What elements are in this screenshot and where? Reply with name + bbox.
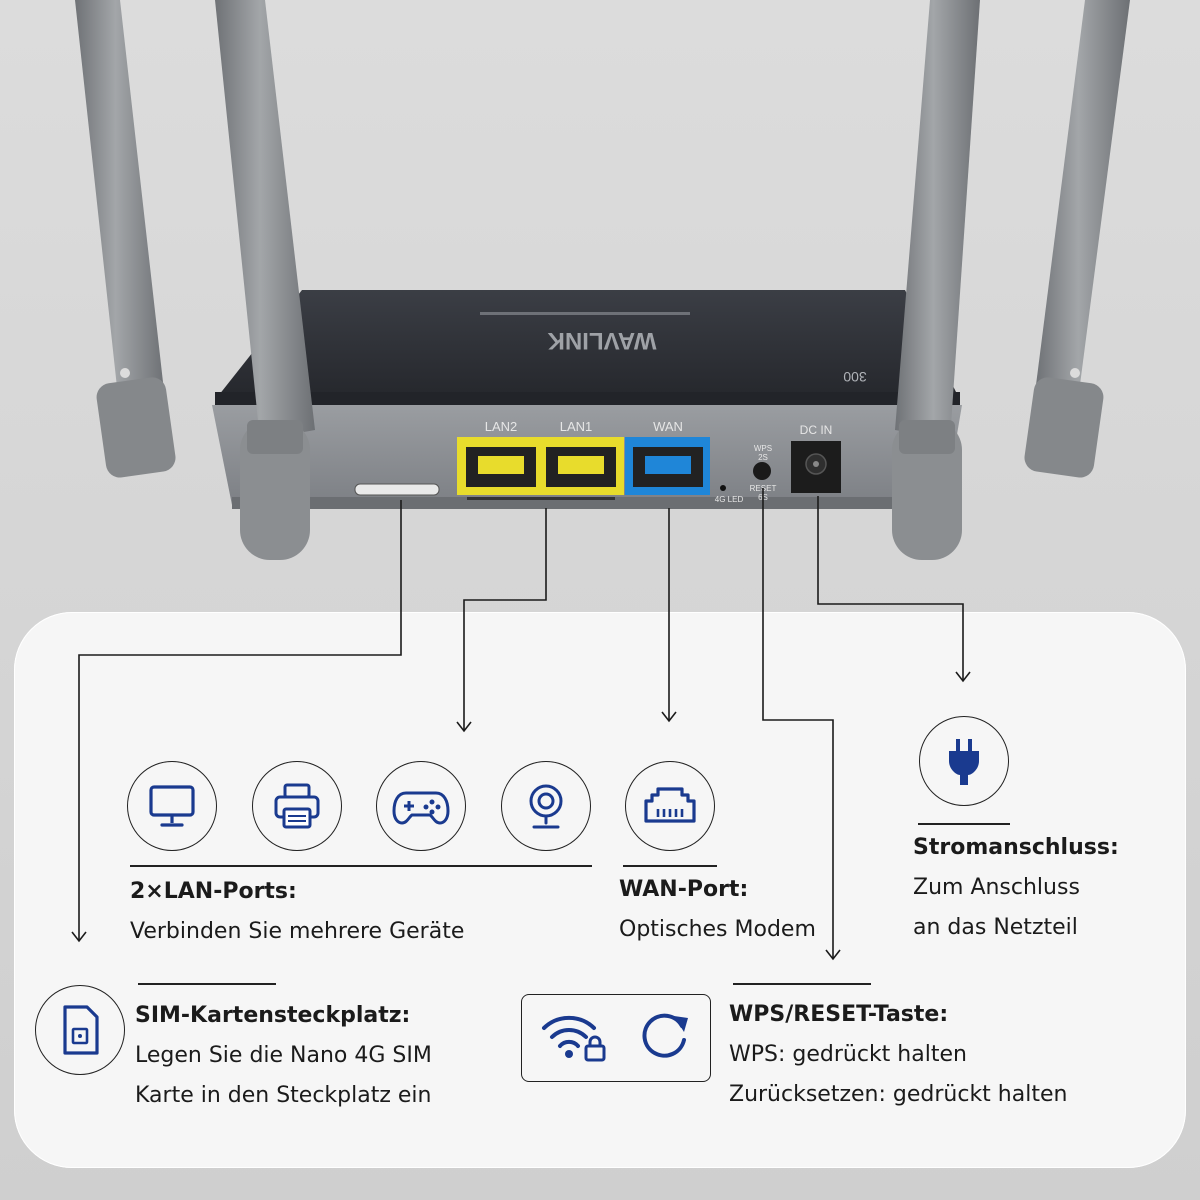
monitor-icon xyxy=(127,761,217,851)
wan-text: Optisches Modem xyxy=(619,917,816,942)
wps-icon-box xyxy=(521,994,711,1082)
sim-label-block: SIM-Kartensteckplatz: Legen Sie die Nano… xyxy=(135,996,432,1116)
router-model: 300 xyxy=(843,369,867,385)
lan2-label: LAN2 xyxy=(485,419,518,434)
lan1-label: LAN1 xyxy=(560,419,593,434)
wps-reset-button xyxy=(753,462,771,480)
led-label: 4G LED xyxy=(715,495,744,504)
sim-title: SIM-Kartensteckplatz: xyxy=(135,1003,411,1028)
sim-slot xyxy=(354,483,440,496)
gamepad-icon xyxy=(376,761,466,851)
power-label-block: Stromanschluss: Zum Anschluss an das Net… xyxy=(913,828,1119,948)
wps-line1: WPS: gedrückt halten xyxy=(729,1042,967,1067)
wps-line2: Zurücksetzen: gedrückt halten xyxy=(729,1082,1068,1107)
wps-port-label: WPS xyxy=(754,444,772,453)
wan-title: WAN-Port: xyxy=(619,877,749,902)
router-brand: WAVLINK xyxy=(547,327,657,354)
power-line2: an das Netzteil xyxy=(913,915,1078,940)
lan-text: Verbinden Sie mehrere Geräte xyxy=(130,919,465,944)
sim-line2: Karte in den Steckplatz ein xyxy=(135,1083,432,1108)
antenna-left-inner xyxy=(215,0,315,560)
wifi-lock-icon xyxy=(540,1008,610,1068)
lan-divider xyxy=(130,865,592,867)
antenna-right-inner xyxy=(892,0,980,560)
lan-label-block: 2×LAN-Ports: Verbinden Sie mehrere Gerät… xyxy=(130,872,464,952)
lan-title: 2×LAN-Ports: xyxy=(130,879,297,904)
sim-line1: Legen Sie die Nano 4G SIM xyxy=(135,1043,432,1068)
reset-icon xyxy=(636,1008,692,1068)
wps-title: WPS/RESET-Taste: xyxy=(729,1002,949,1027)
router-top xyxy=(215,290,960,400)
wan-label-block: WAN-Port: Optisches Modem xyxy=(619,870,816,950)
led-4g xyxy=(720,485,726,491)
wps-label-block: WPS/RESET-Taste: WPS: gedrückt halten Zu… xyxy=(729,995,1067,1115)
power-divider xyxy=(918,823,1010,825)
dc-label: DC IN xyxy=(800,423,833,437)
wps-divider xyxy=(733,983,871,985)
power-title: Stromanschluss: xyxy=(913,835,1119,860)
wan-divider xyxy=(623,865,717,867)
power-plug-icon xyxy=(919,716,1009,806)
ethernet-port-icon xyxy=(625,761,715,851)
power-line1: Zum Anschluss xyxy=(913,875,1080,900)
wan-label: WAN xyxy=(653,419,683,434)
sim-card-icon xyxy=(35,985,125,1075)
sim-divider xyxy=(138,983,276,985)
webcam-icon xyxy=(501,761,591,851)
antenna-right-outer xyxy=(1024,0,1130,478)
printer-icon xyxy=(252,761,342,851)
antenna-left-outer xyxy=(75,0,176,478)
wps-time-label: 2S xyxy=(758,453,768,462)
